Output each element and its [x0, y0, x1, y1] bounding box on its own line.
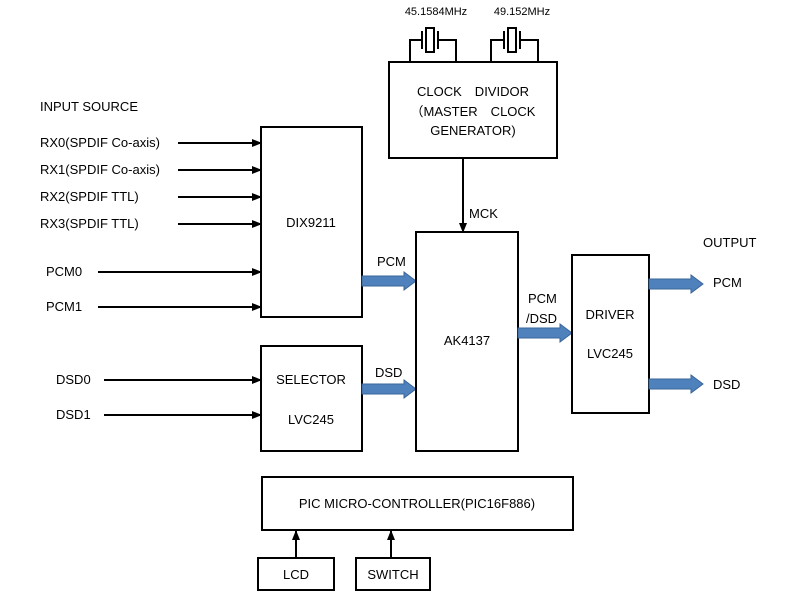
- crystal-right-icon: [490, 27, 539, 62]
- pcm-dsd-bus-arrow: [517, 323, 573, 343]
- selector-label: SELECTOR: [276, 372, 346, 387]
- ak4137-label: AK4137: [444, 333, 490, 348]
- pcm-bus-label: PCM: [377, 254, 406, 269]
- lcd-label: LCD: [283, 567, 309, 582]
- crystal-left-icon: [409, 27, 457, 62]
- mck-label: MCK: [469, 206, 498, 221]
- dsd-bus-label: DSD: [375, 365, 402, 380]
- dsd1-label: DSD1: [56, 407, 91, 422]
- output-title: OUTPUT: [703, 235, 757, 250]
- driver-block: [571, 254, 650, 414]
- pcm1-label: PCM1: [46, 299, 82, 314]
- switch-block: [355, 557, 431, 591]
- switch-label: SWITCH: [367, 567, 418, 582]
- crystal-right-freq: 49.152MHz: [494, 6, 550, 18]
- dix9211-block: [260, 126, 363, 318]
- dix9211-label: DIX9211: [286, 215, 336, 230]
- pcm0-label: PCM0: [46, 264, 82, 279]
- dsd0-label: DSD0: [56, 372, 91, 387]
- selector-chip-label: LVC245: [288, 412, 334, 427]
- clock-divider-block: [388, 61, 558, 159]
- driver-chip-label: LVC245: [587, 346, 633, 361]
- output-pcm-arrow: [648, 274, 704, 294]
- driver-label: DRIVER: [585, 307, 634, 322]
- dsd-bus-arrow: [361, 379, 417, 399]
- clock-divider-line1: CLOCK DIVIDOR: [417, 84, 529, 99]
- clock-divider-line2: （MASTER CLOCK: [411, 104, 536, 119]
- rx3-label: RX3(SPDIF TTL): [40, 216, 139, 231]
- rx0-label: RX0(SPDIF Co-axis): [40, 135, 160, 150]
- output-pcm-label: PCM: [713, 275, 742, 290]
- pcm-dsd-label-2: /DSD: [526, 311, 557, 326]
- output-dsd-label: DSD: [713, 377, 740, 392]
- crystal-left-freq: 45.1584MHz: [405, 6, 467, 18]
- pcm-bus-arrow: [361, 271, 417, 291]
- pcm-dsd-label-1: PCM: [528, 291, 557, 306]
- ak4137-block: [415, 231, 519, 452]
- output-dsd-arrow: [648, 374, 704, 394]
- rx2-label: RX2(SPDIF TTL): [40, 189, 139, 204]
- pic-microcontroller-label: PIC MICRO-CONTROLLER(PIC16F886): [299, 496, 535, 511]
- pic-microcontroller-block: [261, 476, 574, 531]
- lcd-block: [257, 557, 335, 591]
- clock-divider-line3: GENERATOR): [430, 123, 515, 138]
- rx1-label: RX1(SPDIF Co-axis): [40, 162, 160, 177]
- input-source-title: INPUT SOURCE: [40, 99, 138, 114]
- selector-block: [260, 345, 363, 452]
